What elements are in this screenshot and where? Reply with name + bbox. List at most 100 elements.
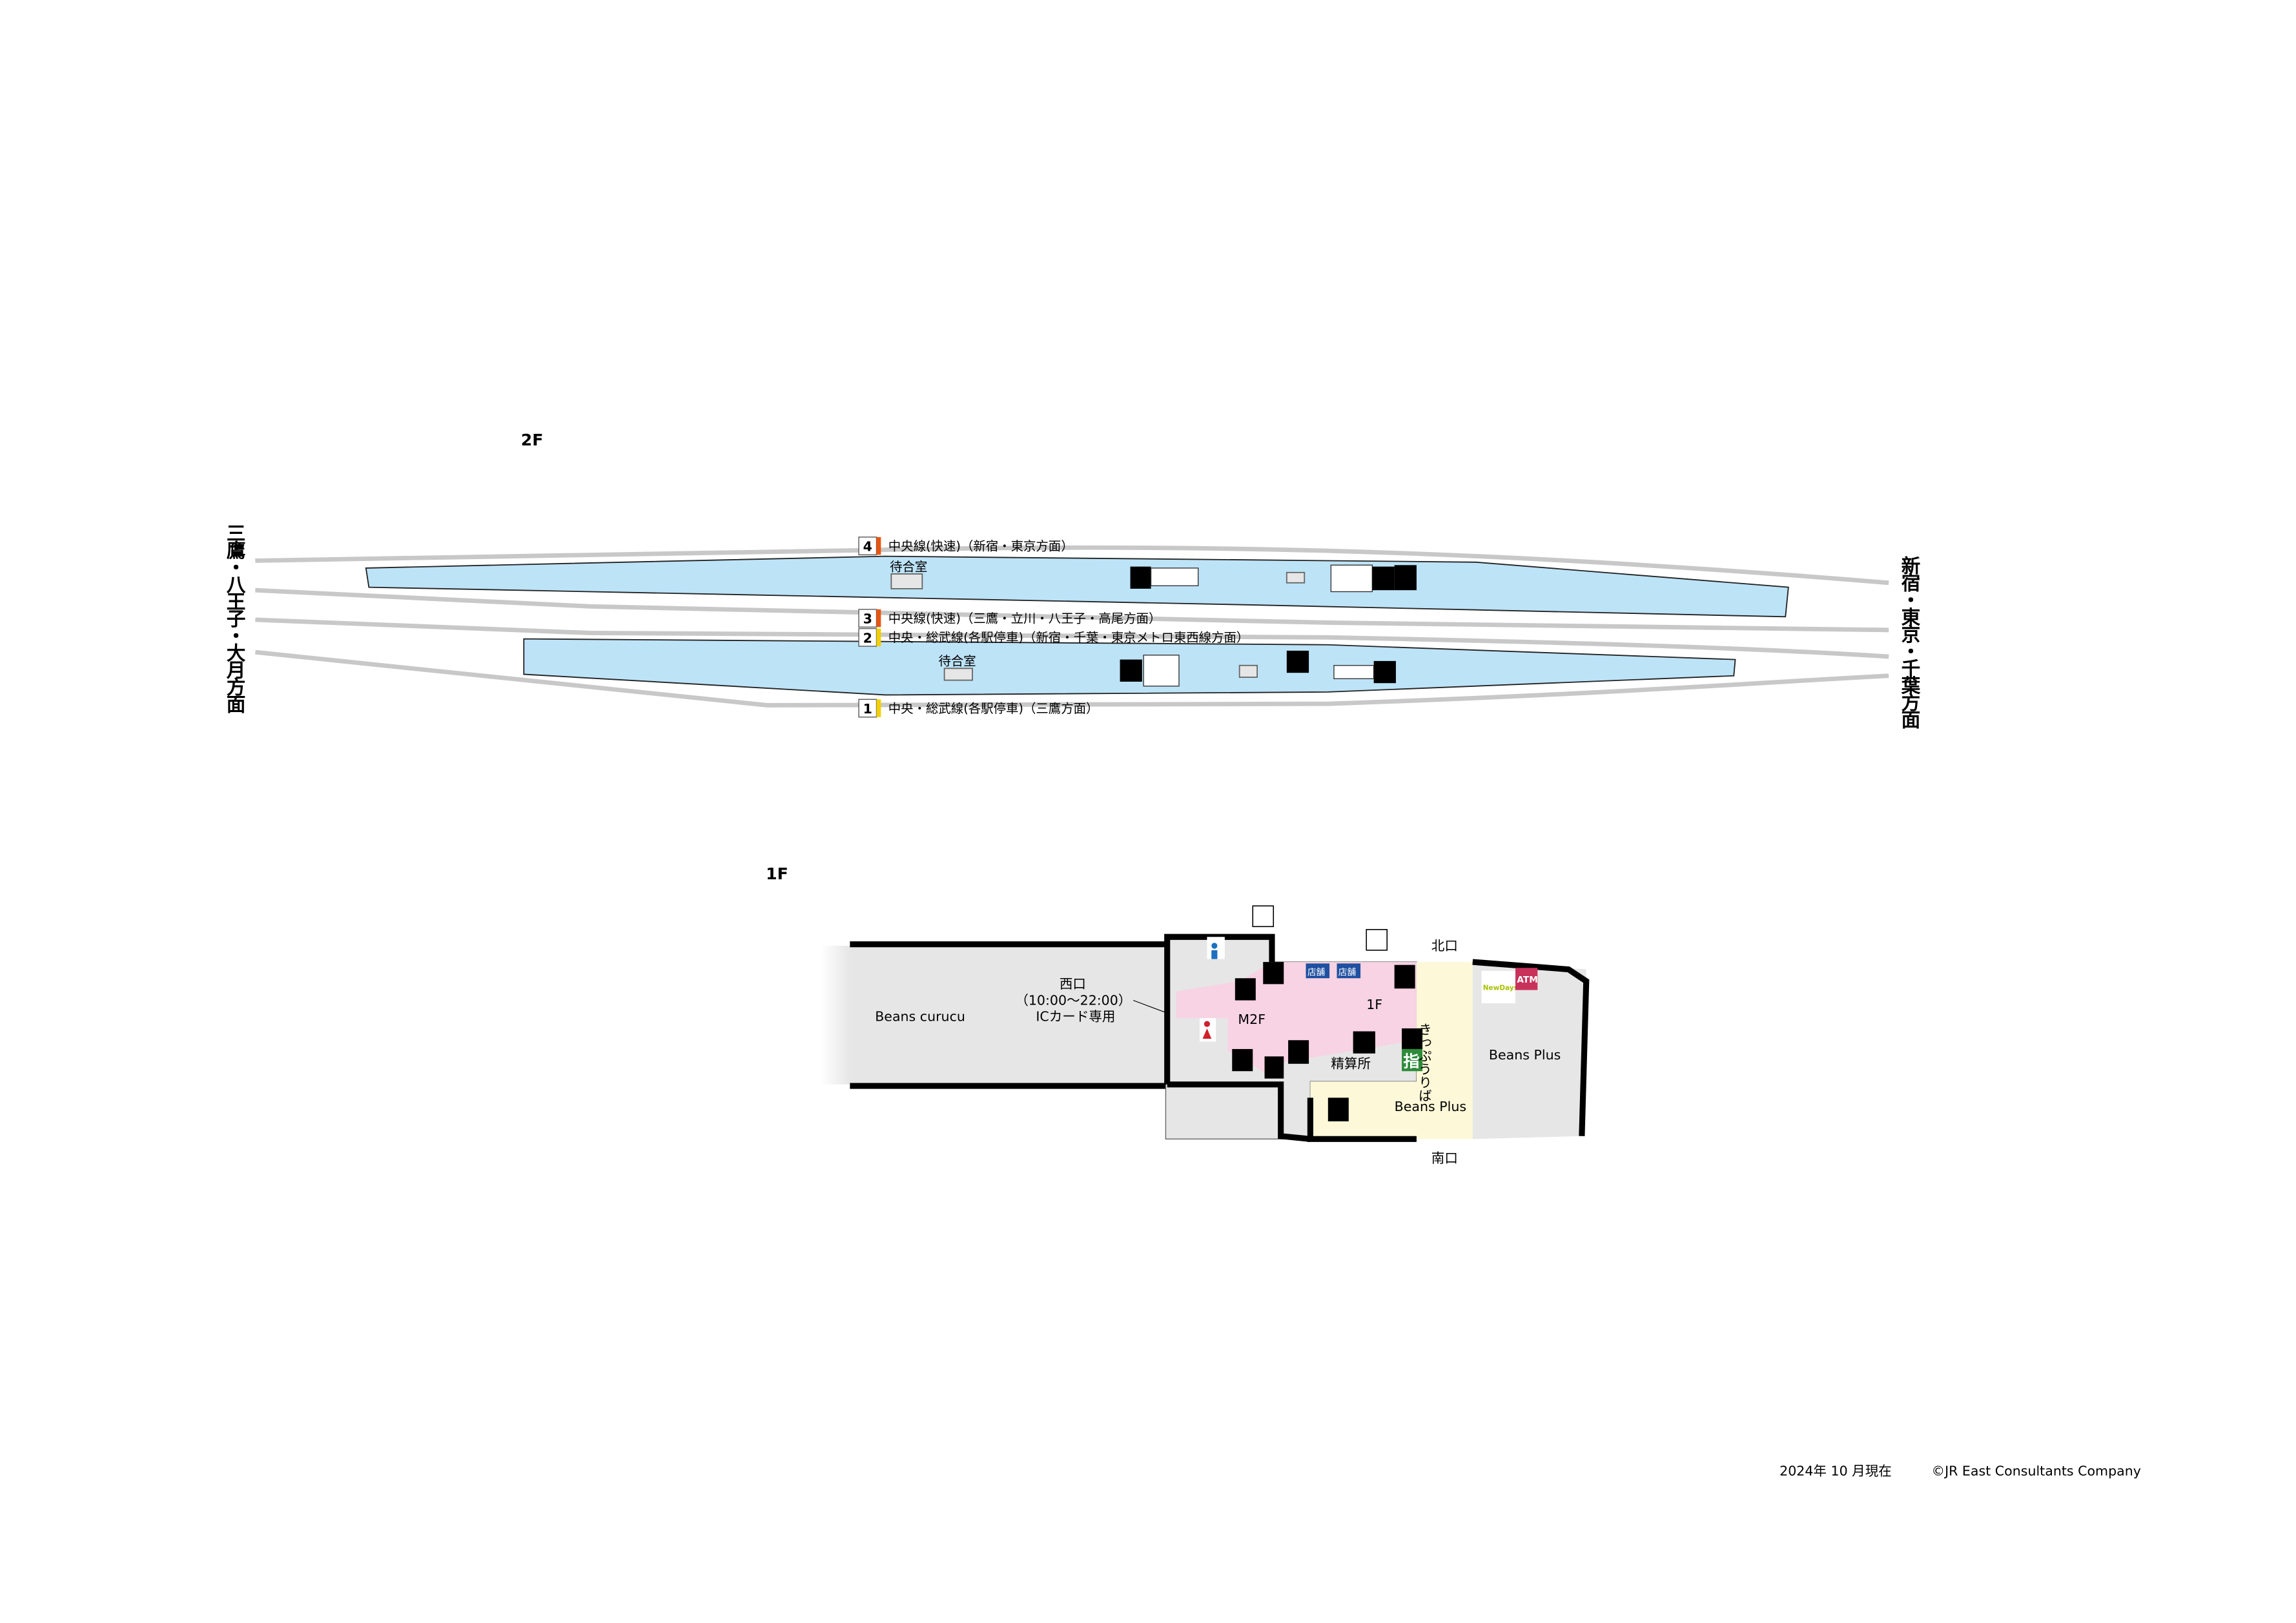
track-destination: 中央・総武線(各駅停車)（新宿・千葉・東京メトロ東西線方面） [888, 630, 1249, 645]
elevator-icon [1394, 965, 1415, 989]
reserved-ticket-label: 指 [1403, 1052, 1419, 1070]
floor-1f-label: 1F [1366, 997, 1382, 1012]
mezzanine-label: M2F [1238, 1012, 1266, 1027]
elevator-icon [1394, 565, 1417, 591]
newdays-logo [1481, 970, 1516, 1004]
line-color-bar [876, 628, 881, 647]
track-2 [255, 617, 1889, 659]
direction-char: ・ [227, 557, 246, 580]
stairs-icon [1263, 962, 1284, 985]
reserved-ticket-office [1402, 1048, 1423, 1072]
atm-label: ATM [1517, 975, 1538, 985]
wheelchair-icon [1366, 929, 1388, 951]
track-1 [255, 649, 1889, 708]
direction-char: 面 [1901, 709, 1921, 731]
fare-adjustment-icon [1353, 1031, 1375, 1054]
direction-char: 東 [1901, 606, 1921, 629]
stairs-icon [1120, 659, 1142, 682]
escalator-icon [1373, 660, 1396, 684]
escalator-icon [1235, 978, 1256, 1001]
beans-plus-label: Beans Plus [1489, 1047, 1561, 1063]
escalator-shape [1150, 567, 1199, 587]
ticket-area-label: きっぷうりば [1416, 1023, 1431, 1102]
elevator-icon [1288, 1040, 1309, 1064]
direction-char: 宿 [1901, 572, 1921, 595]
coin-locker-icon [1327, 1097, 1349, 1121]
beans-plus-area [1472, 962, 1586, 1139]
first-floor-plan: Beans curucu 西口 （10:00〜22:00） ICカード専用 M2… [820, 905, 1590, 1166]
track-label-3: 3 中央線(快速)（三鷹・立川・八王子・高尾方面） [858, 609, 1162, 628]
escalator-icon [1264, 1056, 1284, 1079]
footer-copyright: ©JR East Consultants Company [1932, 1463, 2141, 1478]
stairs-icon [1232, 1048, 1253, 1072]
stairs-shape [1143, 655, 1180, 687]
track-4 [255, 545, 1889, 586]
line-color-bar [876, 609, 881, 628]
platform-3-4 [365, 555, 1789, 618]
fare-adjustment-label: 精算所 [1331, 1056, 1371, 1072]
track-destination: 中央・総武線(各駅停車)（三鷹方面） [888, 701, 1099, 716]
shop-1 [1306, 963, 1330, 979]
waiting-room-lower [943, 668, 973, 681]
track-label-1: 1 中央・総武線(各駅停車)（三鷹方面） [858, 699, 1099, 718]
track-number: 3 [863, 611, 872, 627]
track-number-box [858, 609, 877, 628]
track-number: 2 [863, 630, 872, 646]
direction-char: 八 [227, 574, 246, 597]
atm [1515, 968, 1538, 990]
kiosk [1238, 664, 1258, 678]
wheelchair-icon [1252, 905, 1275, 928]
direction-char: 三 [227, 522, 246, 545]
track-number: 1 [863, 701, 872, 717]
track-destination: 中央線(快速)（新宿・東京方面） [888, 538, 1074, 553]
west-exit-label: 西口 [1060, 976, 1086, 992]
waiting-room-upper [890, 573, 923, 589]
track-label-2: 2 中央・総武線(各駅停車)（新宿・千葉・東京メトロ東西線方面） [858, 628, 1249, 647]
direction-char: 方 [227, 677, 246, 699]
beans-curucu-label: Beans curucu [875, 1009, 965, 1025]
direction-char: 王 [227, 591, 246, 614]
direction-char: 新 [1901, 555, 1921, 578]
south-exit-label[interactable]: 南口 [1431, 1150, 1458, 1166]
direction-char: ・ [227, 626, 246, 648]
stairs-icon [1372, 566, 1395, 591]
west-exit-note: ICカード専用 [1036, 1009, 1115, 1025]
track-3 [255, 587, 1889, 633]
escalator-shape [1333, 665, 1375, 680]
beans-curucu-area [850, 945, 1167, 1085]
direction-char: 面 [227, 694, 246, 717]
track-label-4: 4 中央線(快速)（新宿・東京方面） [858, 536, 1074, 556]
direction-char: ・ [1901, 589, 1921, 612]
waiting-room-label-upper: 待合室 [890, 559, 927, 574]
floor-label-2f: 2F [521, 431, 544, 449]
direction-char: 月 [227, 660, 246, 682]
line-color-bar [876, 699, 881, 717]
ticket-area [1416, 962, 1473, 1139]
track-destination: 中央線(快速)（三鷹・立川・八王子・高尾方面） [888, 611, 1162, 626]
west-exit-hours: （10:00〜22:00） [1015, 992, 1131, 1008]
direction-char: 方 [1901, 692, 1921, 715]
elevator-icon [1286, 650, 1309, 673]
escalator-icon [1130, 566, 1151, 589]
track-number-box [858, 628, 877, 647]
line-color-bar [876, 536, 881, 555]
north-exit-label[interactable]: 北口 [1431, 938, 1458, 954]
ticket-machine-icon [1402, 1028, 1423, 1049]
shop-2-label: 店舗 [1338, 968, 1357, 978]
direction-char: ・ [1901, 640, 1921, 663]
shop-1-label: 店舗 [1307, 968, 1326, 978]
direction-char: 鷹 [227, 540, 246, 562]
track-number-box [858, 536, 877, 556]
track-number: 4 [863, 539, 872, 555]
direction-char: 葉 [1901, 675, 1921, 697]
direction-char: 千 [1901, 658, 1921, 680]
footer-date: 2024年 10 月現在 [1779, 1463, 1892, 1478]
kiosk [1286, 571, 1306, 584]
newdays-label: NewDays [1483, 985, 1518, 992]
beans-plus-label-small: Beans Plus [1395, 1099, 1466, 1114]
floor-label-1f: 1F [766, 864, 788, 883]
stairs-shape [1330, 564, 1373, 593]
